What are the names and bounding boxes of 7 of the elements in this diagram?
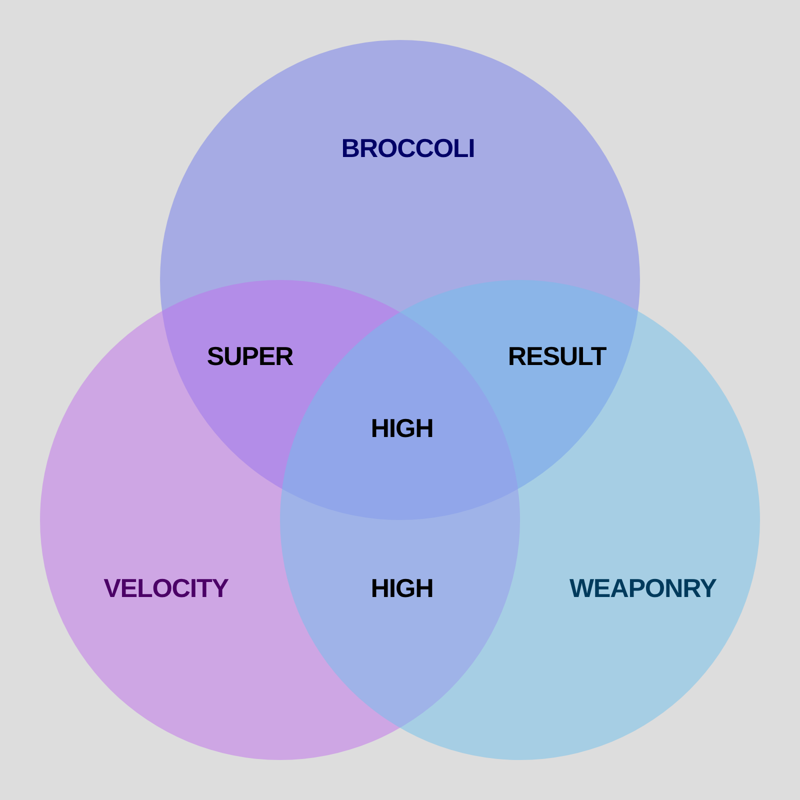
set-label: BROCCOLI [341, 135, 475, 161]
set-label: VELOCITY [104, 575, 228, 601]
region-label: HIGH [370, 415, 434, 441]
region-label: SUPER [206, 343, 294, 369]
set-label: WEAPONRY [570, 575, 716, 601]
region-label: RESULT [508, 343, 606, 369]
region-label: HIGH [370, 575, 434, 601]
